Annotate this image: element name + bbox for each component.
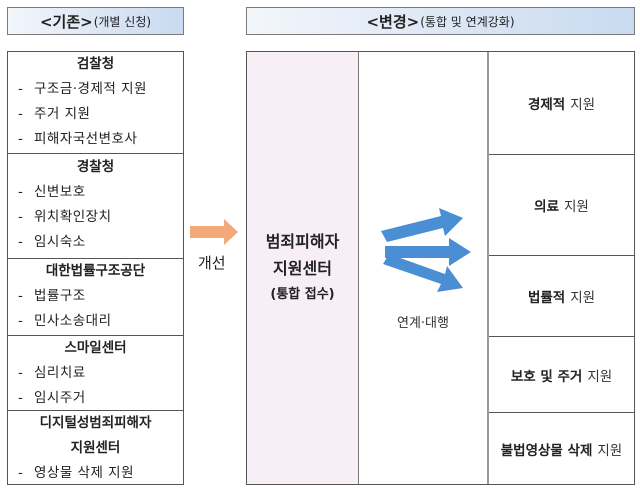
org-title: 대한법률구조공단 [45,263,146,279]
existing-organizations: 검찰청 -구조금·경제적 지원 -주거 지원 -피해자국선변호사 경찰청 -신변… [7,51,184,485]
header-changed-title: <변경> [366,12,420,31]
org-item: -영상물 삭제 지원 [18,465,135,481]
center-title-line1: 범죄피해자 [265,232,340,251]
org-police: 경찰청 -신변보호 -위치확인장치 -임시숙소 [8,154,183,259]
org-item: -주거 지원 [18,106,91,122]
org-item: -법률구조 [18,288,86,304]
org-prosecution: 검찰청 -구조금·경제적 지원 -주거 지원 -피해자국선변호사 [8,52,183,154]
org-item: -심리치료 [18,365,86,381]
org-title: 지원센터 [70,440,121,456]
org-smile-center: 스마일센터 -심리치료 -임시주거 [8,336,183,411]
header-existing-title: <기존> [39,12,93,31]
org-item: -신변보호 [18,184,86,200]
org-item: -민사소송대리 [18,313,112,329]
center-title-line2: 지원센터 [273,259,332,278]
org-item: -피해자국선변호사 [18,131,138,147]
link-column: 연계·대행 [359,52,489,484]
org-item: -임시숙소 [18,234,86,250]
improve-label: 개선 [198,254,226,272]
header-existing: <기존> (개별 신청) [7,7,184,35]
org-digital-sex-crime-center: 디지털성범죄피해자 지원센터 -영상물 삭제 지원 [8,411,183,486]
victim-support-center: 범죄피해자 지원센터 (통합 접수) [247,52,359,484]
org-item: -구조금·경제적 지원 [18,81,147,97]
org-title: 경찰청 [76,159,115,175]
org-title: 검찰청 [76,56,115,72]
header-changed: <변경> (통합 및 연계강화) [246,7,635,35]
org-legal-aid: 대한법률구조공단 -법률구조 -민사소송대리 [8,259,183,336]
link-arrows-icon [381,208,471,292]
center-subtitle: (통합 접수) [270,287,335,302]
improve-arrow-icon [190,219,238,245]
header-changed-subtitle: (통합 및 연계강화) [420,14,515,29]
org-item: -위치확인장치 [18,209,112,225]
org-title: 디지털성범죄피해자 [39,415,152,431]
header-existing-subtitle: (개별 신청) [93,14,152,29]
link-label: 연계·대행 [397,316,449,331]
org-item: -임시주거 [18,390,86,406]
org-title: 스마일센터 [64,340,127,356]
